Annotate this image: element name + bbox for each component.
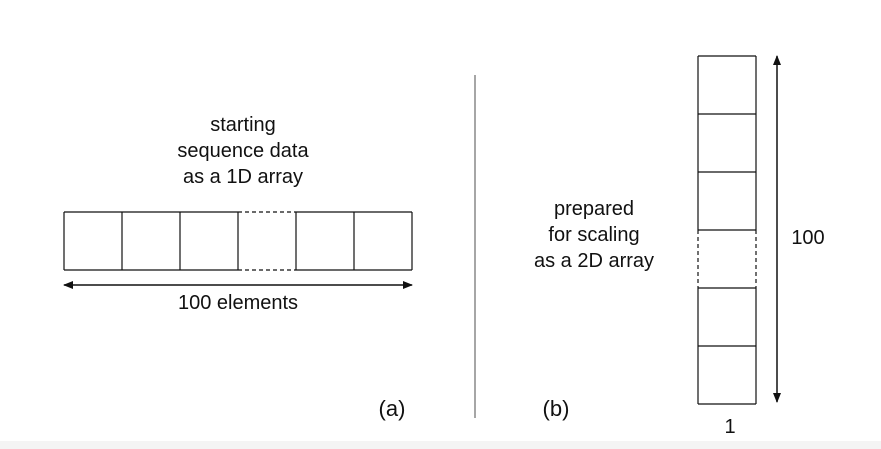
height-label: 100	[791, 227, 825, 249]
caption-line: as a 2D array	[533, 250, 655, 272]
caption-line: starting	[210, 114, 276, 136]
array-cell	[697, 287, 757, 346]
array-cell	[697, 345, 757, 405]
caption-line: prepared	[553, 198, 635, 220]
panel-label-a: (a)	[378, 396, 406, 421]
array-cell	[295, 211, 354, 271]
bottom-strip	[0, 441, 881, 449]
array-cell-ellipsis	[237, 211, 296, 271]
array-cell-ellipsis	[697, 229, 757, 288]
caption-line: sequence data	[177, 140, 309, 162]
array-1d-caption: starting sequence data as a 1D array	[153, 112, 333, 190]
array-2d	[697, 55, 757, 405]
array-1d	[63, 211, 413, 271]
caption-line: as a 1D array	[182, 166, 304, 188]
array-cell	[353, 211, 413, 271]
array-cell	[179, 211, 238, 271]
caption-line: for scaling	[548, 224, 640, 246]
array-2d-caption: prepared for scaling as a 2D array	[504, 196, 684, 274]
panel-label-b: (b)	[542, 396, 570, 421]
length-label: 100 elements	[177, 292, 299, 314]
array-cell	[697, 113, 757, 172]
array-cell	[121, 211, 180, 271]
array-cell	[697, 171, 757, 230]
width-label: 1	[724, 416, 736, 438]
array-cell	[697, 55, 757, 114]
array-cell	[63, 211, 122, 271]
